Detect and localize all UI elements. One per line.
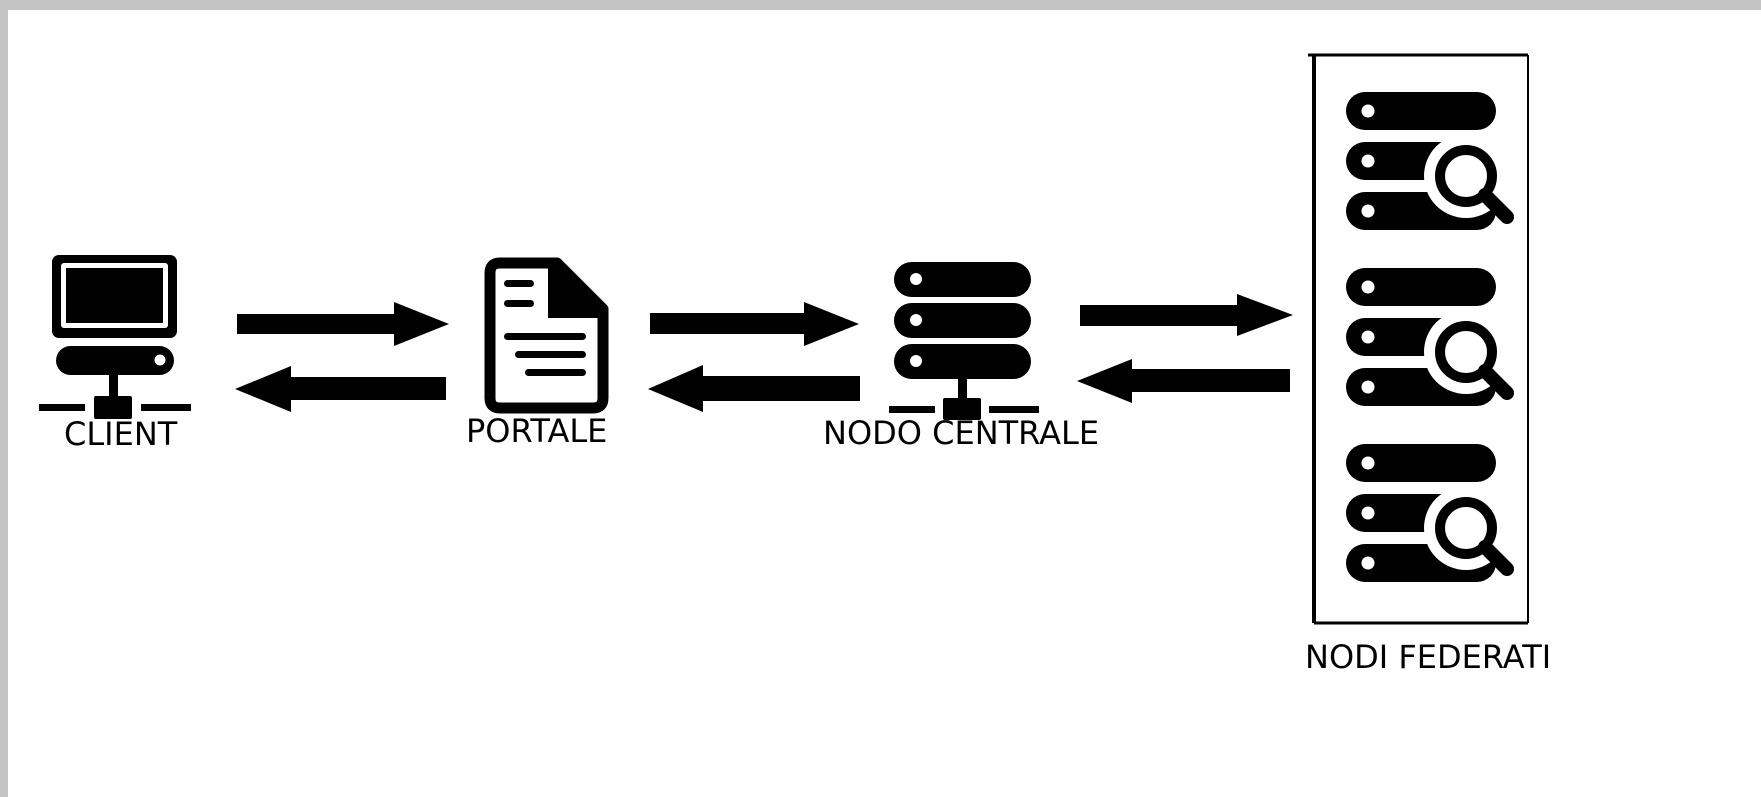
arrow-right-client-to-portale [237, 302, 449, 346]
arrow-left-nodo-centrale-to-portale [648, 365, 860, 412]
arrow-right-nodo-centrale-to-nodi-federati [1080, 294, 1293, 336]
nodi-federati-label: NODI FEDERATI [1305, 638, 1552, 676]
arrow-right-portale-to-nodo-centrale [650, 302, 859, 346]
diagram-graphics [39, 53, 1529, 625]
computer-network-icon [39, 255, 191, 419]
federated-nodes-container [1308, 53, 1529, 625]
server-search-icon [1346, 444, 1514, 582]
portale-label: PORTALE [466, 412, 608, 450]
document-icon [484, 257, 609, 414]
arrow-left-portale-to-client [235, 366, 446, 412]
nodo-centrale-label: NODO CENTRALE [823, 414, 1100, 452]
server-network-icon [889, 262, 1039, 420]
arrow-left-nodi-federati-to-nodo-centrale [1077, 359, 1290, 403]
diagram-canvas: CLIENT PORTALE NODO CENTRALE NODI FEDERA… [8, 10, 1761, 797]
client-label: CLIENT [64, 415, 178, 453]
server-search-icon [1346, 92, 1514, 230]
server-search-icon [1346, 268, 1514, 406]
